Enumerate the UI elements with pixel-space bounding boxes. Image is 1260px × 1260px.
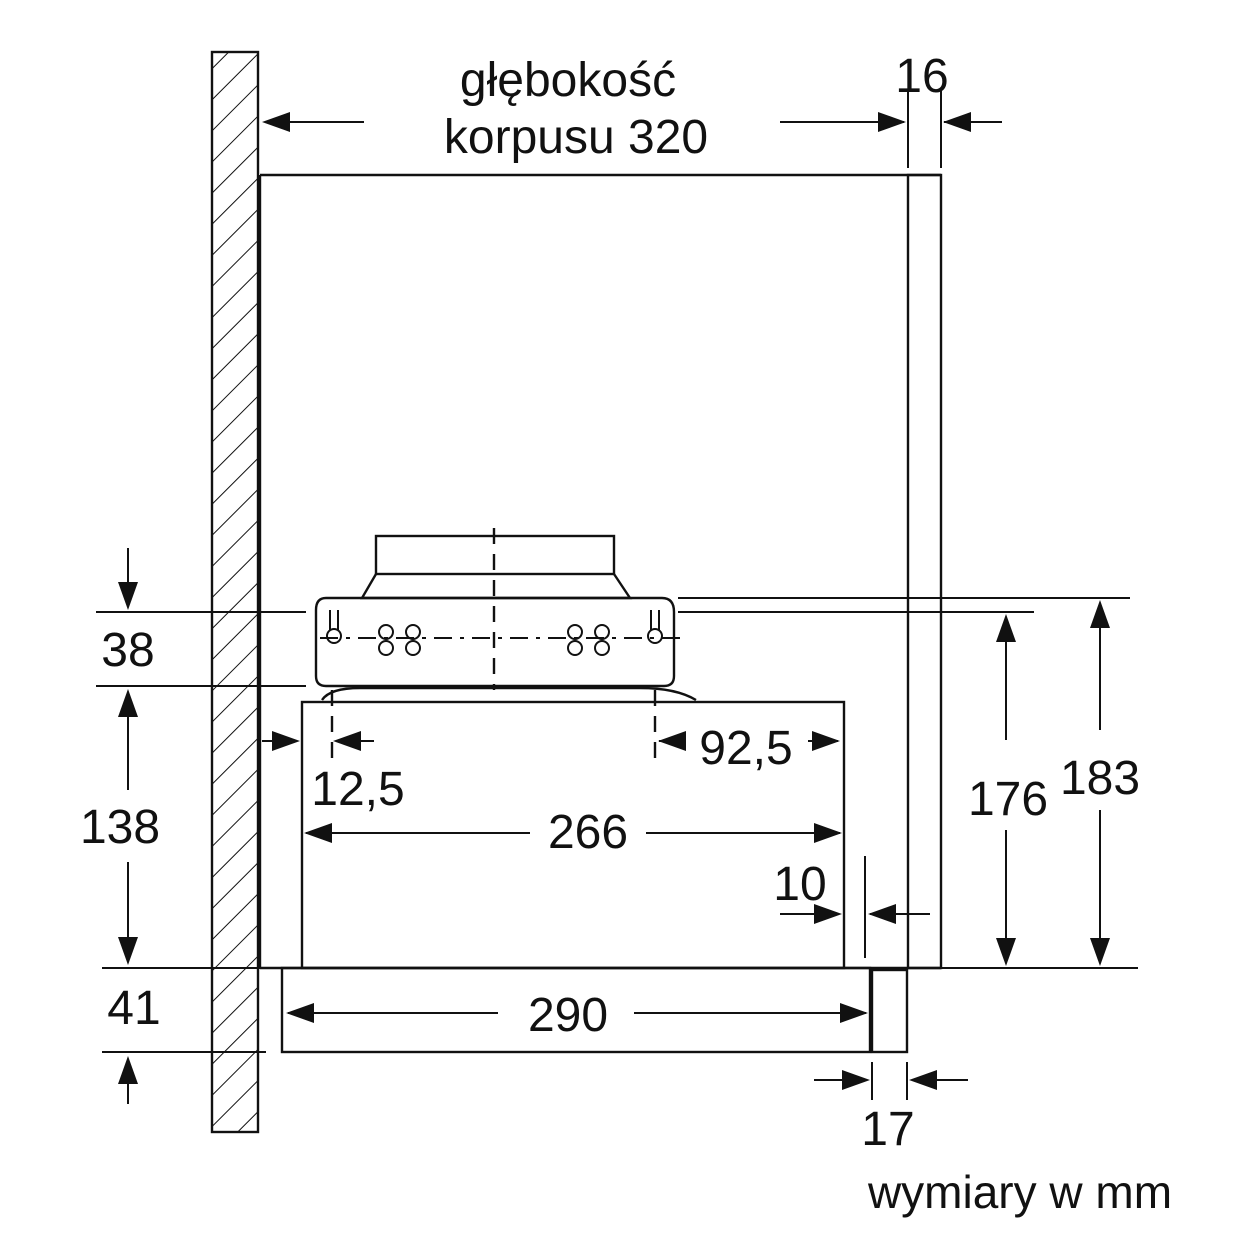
dimension-290: 290 xyxy=(286,989,868,1042)
dimension-92-5: 92,5 xyxy=(658,722,840,775)
dim-41-label: 41 xyxy=(107,982,160,1035)
dim-266-label: 266 xyxy=(548,806,628,859)
dimension-depth-320: głębokość korpusu 320 xyxy=(262,54,906,164)
extension-lines xyxy=(96,90,1138,1100)
depth-label-line2: korpusu 320 xyxy=(444,111,708,164)
dimension-41: 41 xyxy=(107,982,161,1104)
dimension-10: 10 xyxy=(773,858,930,924)
dim-138-label: 138 xyxy=(80,801,160,854)
mounting-bracket xyxy=(314,596,697,760)
dim-12-5-label: 12,5 xyxy=(311,763,404,816)
dimension-38: 38 xyxy=(101,548,155,677)
fan-unit xyxy=(359,528,633,690)
dimension-12-5: 12,5 xyxy=(262,731,405,816)
dimension-17: 17 xyxy=(814,1070,968,1156)
cabinet-front-panel xyxy=(906,173,943,970)
dim-38-label: 38 xyxy=(101,624,154,677)
units-note: wymiary w mm xyxy=(867,1166,1172,1218)
keyhole-pair-left xyxy=(378,624,421,656)
depth-label-line1: głębokość xyxy=(460,54,676,107)
dim-17-label: 17 xyxy=(861,1103,914,1156)
keyhole-slot-left xyxy=(326,610,342,644)
dim-92-5-label: 92,5 xyxy=(699,722,792,775)
keyhole-slot-right xyxy=(647,610,663,644)
dimension-176: 176 xyxy=(968,614,1048,966)
dim-10-label: 10 xyxy=(773,858,826,911)
dimension-183: 183 xyxy=(1060,600,1140,966)
dimension-266: 266 xyxy=(304,806,842,859)
dim-290-label: 290 xyxy=(528,989,608,1042)
wall-section xyxy=(210,50,260,1134)
dim-183-label: 183 xyxy=(1060,752,1140,805)
dim-16-label: 16 xyxy=(895,50,948,103)
dim-176-label: 176 xyxy=(968,773,1048,826)
keyhole-pair-right xyxy=(567,624,610,656)
dimension-138: 138 xyxy=(80,689,160,965)
dimension-16: 16 xyxy=(895,50,1002,132)
extractor-drawer xyxy=(280,966,909,1054)
